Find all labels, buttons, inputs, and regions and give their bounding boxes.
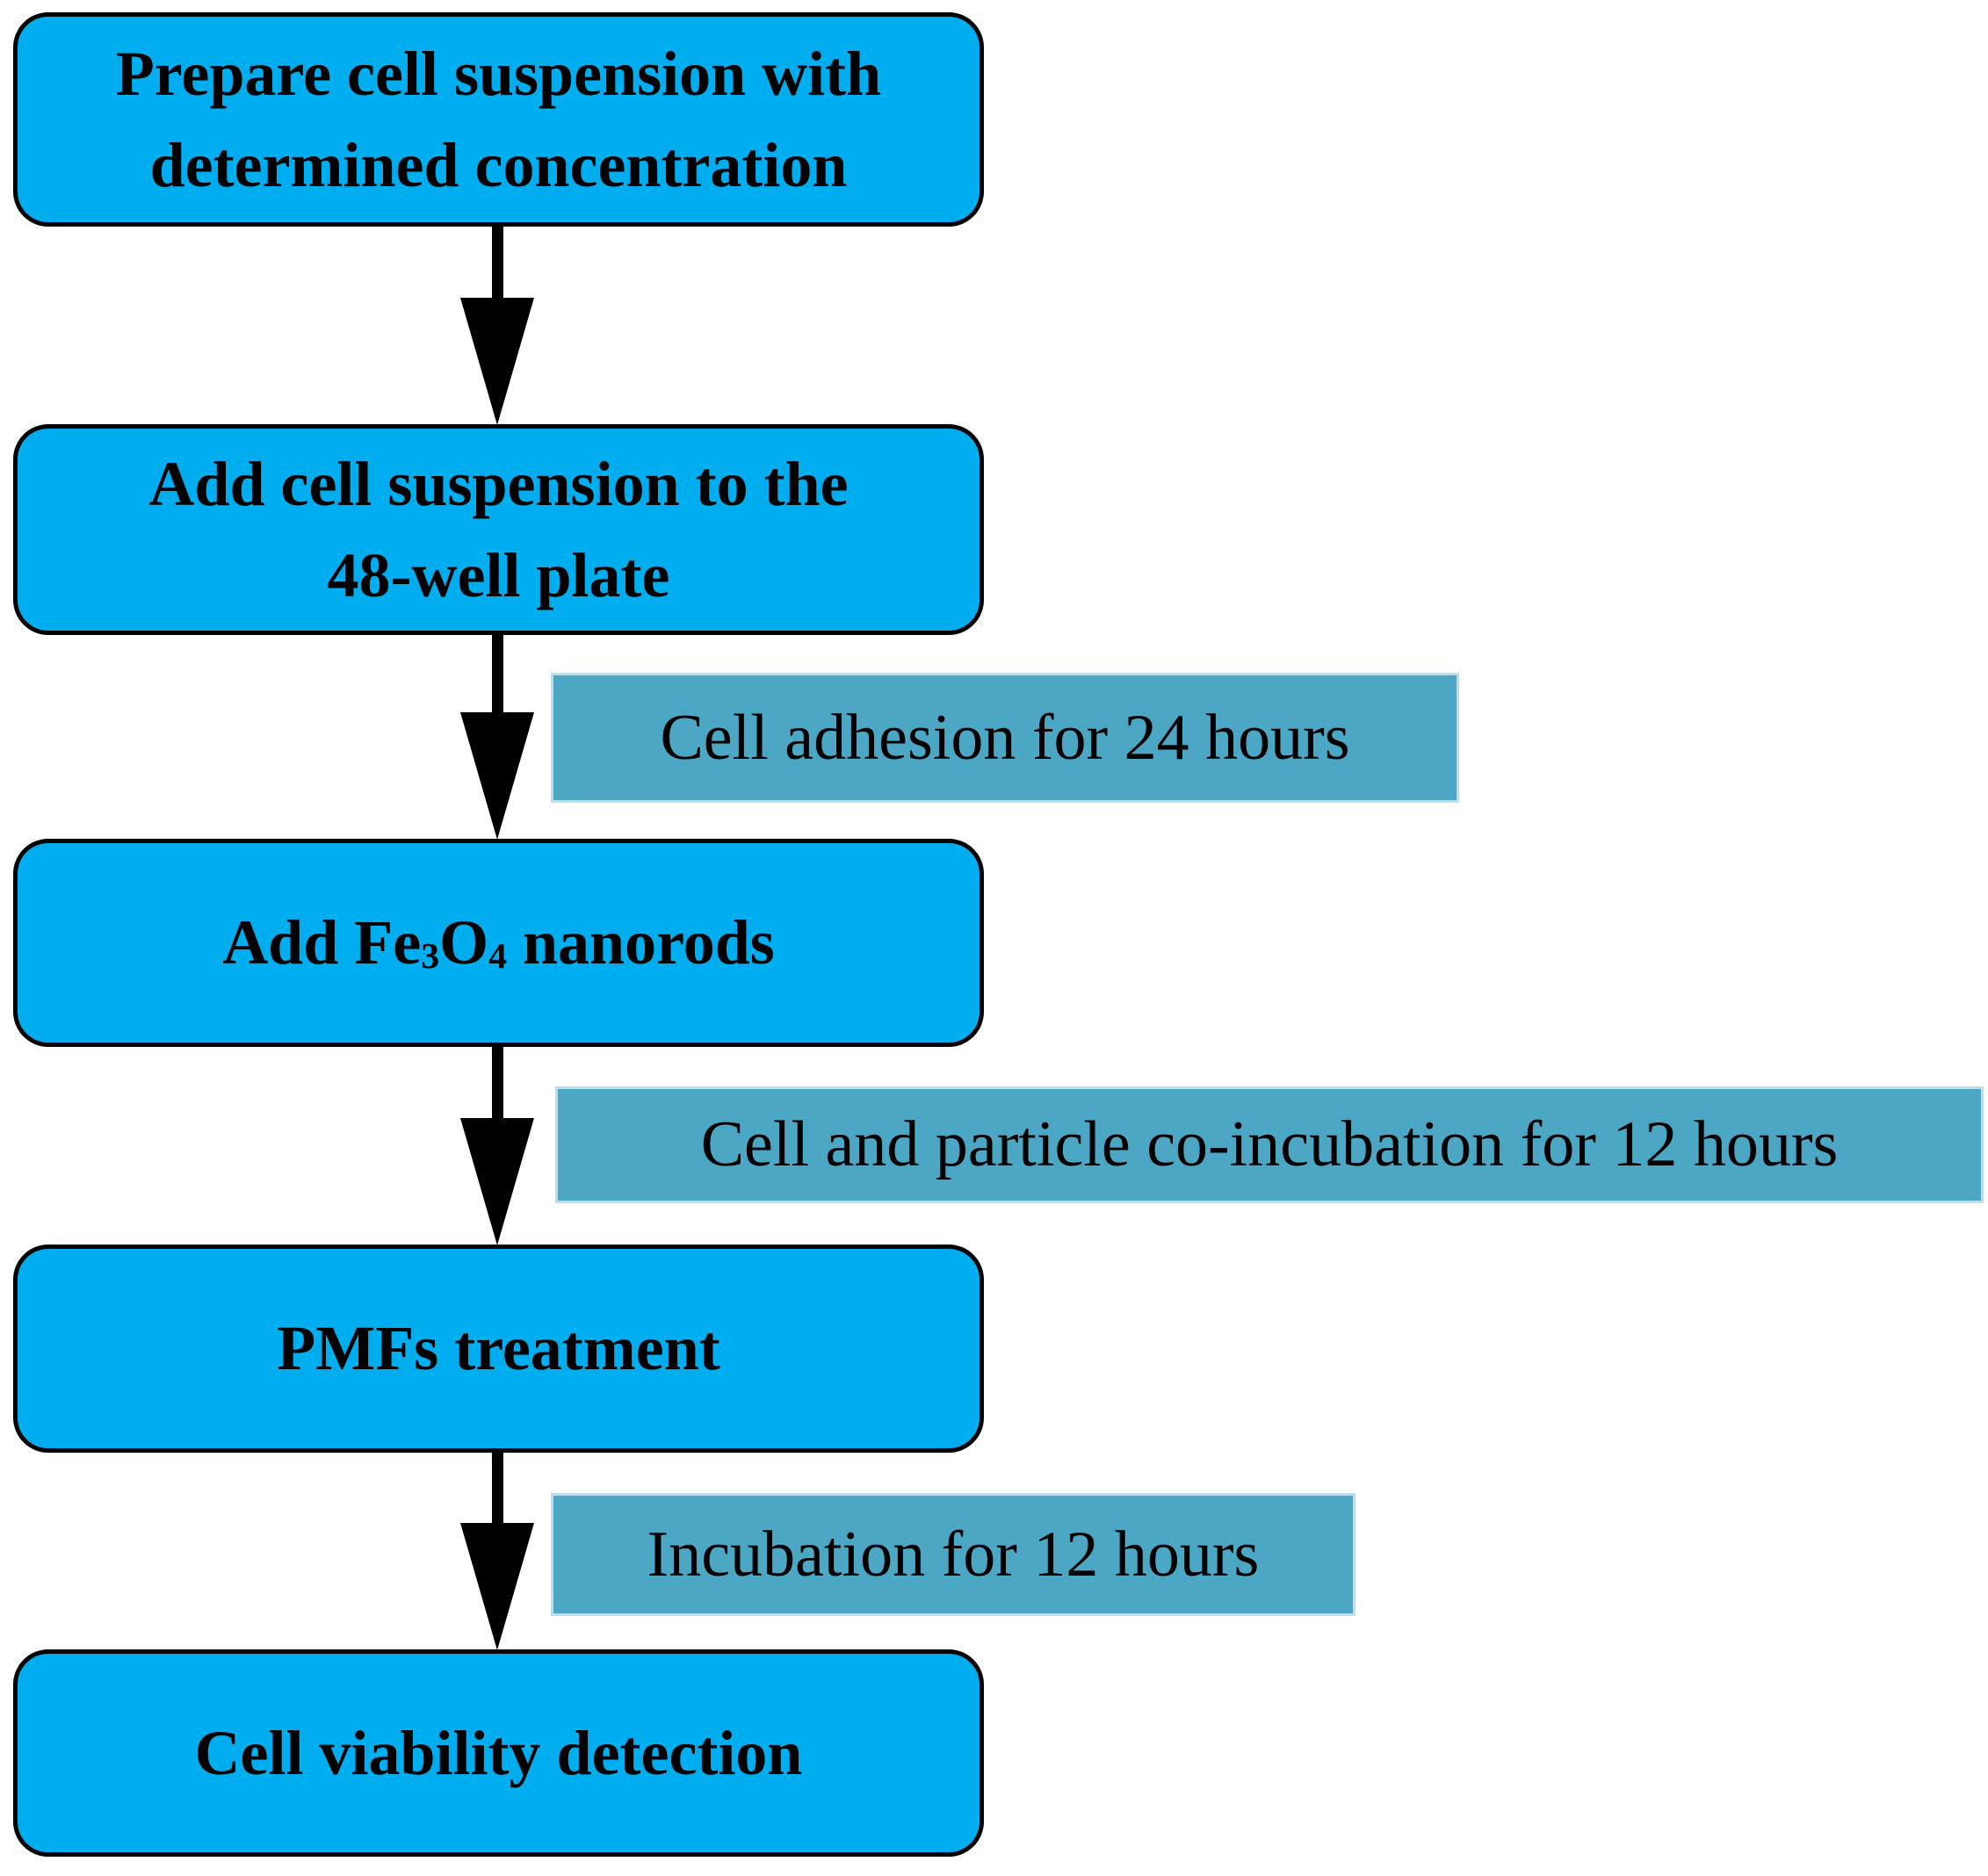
annotation-label: Incubation for 12 hours	[647, 1518, 1260, 1591]
step-label: Prepare cell suspension with determined …	[115, 38, 882, 200]
flow-arrow-down-3	[460, 1045, 534, 1245]
step-box-add-fe3o4-nanorods: Add Fe3O4 nanorods	[13, 839, 984, 1047]
arrow-head-icon	[460, 298, 534, 425]
formula-pre: Add Fe	[222, 907, 422, 978]
formula-subscript-4: 4	[488, 936, 507, 978]
flow-arrow-down-2	[460, 633, 534, 840]
arrow-stem	[491, 1451, 503, 1523]
formula-post: nanorods	[506, 907, 775, 978]
arrow-head-icon	[460, 712, 534, 840]
step-box-add-cell-suspension: Add cell suspension to the 48-well plate	[13, 424, 984, 635]
step-box-cell-viability-detection: Cell viability detection	[13, 1649, 984, 1857]
step-label: Add Fe3O4 nanorods	[205, 897, 792, 988]
annotation-label: Cell adhesion for 24 hours	[660, 701, 1350, 774]
arrow-stem	[491, 633, 503, 712]
flow-arrow-down-4	[460, 1451, 534, 1650]
arrow-head-icon	[460, 1118, 534, 1245]
arrow-stem	[491, 225, 503, 298]
formula-mid: O	[439, 907, 489, 978]
step-box-prepare-cell-suspension: Prepare cell suspension with determined …	[13, 12, 984, 227]
annotation-co-incubation: Cell and particle co-incubation for 12 h…	[555, 1086, 1984, 1203]
annotation-label: Cell and particle co-incubation for 12 h…	[700, 1108, 1839, 1180]
annotation-cell-adhesion: Cell adhesion for 24 hours	[551, 673, 1459, 803]
step-box-pmfs-treatment: PMFs treatment	[13, 1245, 984, 1453]
step-label: Add cell suspension to the 48-well plate	[148, 448, 849, 610]
arrow-stem	[491, 1045, 503, 1118]
annotation-incubation: Incubation for 12 hours	[551, 1493, 1355, 1616]
step-label: PMFs treatment	[277, 1313, 720, 1384]
step-label: Cell viability detection	[194, 1717, 803, 1788]
arrow-head-icon	[460, 1523, 534, 1650]
formula-subscript-3: 3	[421, 936, 440, 978]
flow-arrow-down-1	[460, 225, 534, 425]
